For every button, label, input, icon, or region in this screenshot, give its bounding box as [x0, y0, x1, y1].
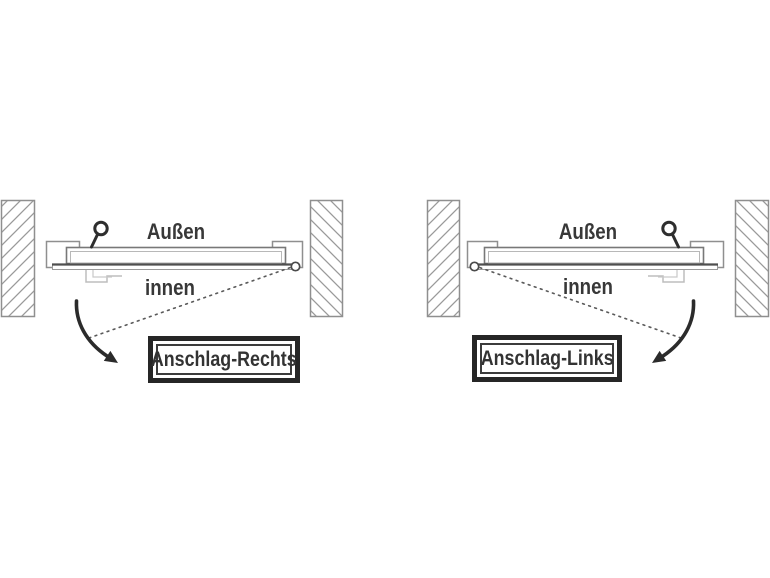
outside-label-links: Außen — [558, 219, 618, 244]
outside-label-rechts: Außen — [146, 219, 206, 244]
caption-box-anschlag-links: Anschlag-Links — [472, 335, 622, 382]
caption-box-anschlag-rechts: Anschlag-Rechts — [148, 336, 300, 383]
caption-text-anschlag-links: Anschlag-Links — [480, 347, 614, 370]
inside-label-rechts: innen — [145, 275, 195, 300]
inside-label-links: innen — [563, 274, 613, 299]
caption-text-anschlag-rechts: Anschlag-Rechts — [151, 348, 297, 371]
